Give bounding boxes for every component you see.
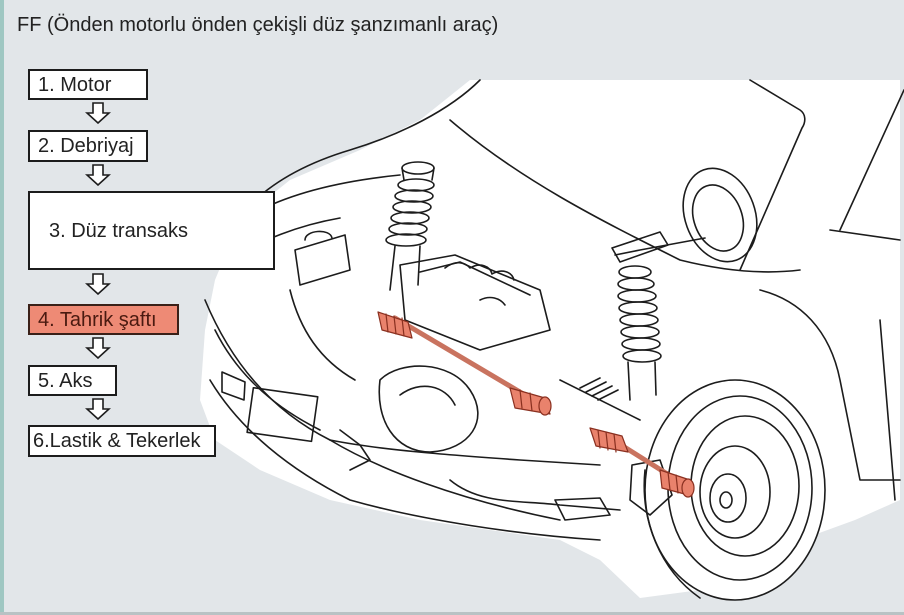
left-border (0, 0, 4, 615)
steering-rack (559, 379, 641, 421)
door-line (879, 319, 896, 501)
transaxle (378, 365, 479, 453)
fluid-reservoir (294, 230, 351, 286)
radiator-support (289, 289, 356, 381)
down-arrow-icon (85, 273, 111, 295)
down-arrow-icon (85, 337, 111, 359)
fender-right (759, 289, 901, 481)
step-lastik-tekerlek: 6.Lastik & Tekerlek (28, 425, 216, 457)
windshield-inner (829, 229, 901, 241)
brake-caliper (629, 459, 673, 516)
cross-member (329, 439, 601, 466)
right-strut-spring (617, 265, 662, 401)
lower-arm (554, 497, 611, 521)
hood-outline (249, 79, 481, 206)
steering-boot (579, 377, 619, 401)
license-plate (246, 386, 319, 443)
bumper-lower (209, 379, 601, 541)
step-label: 3. Düz transaks (49, 219, 188, 242)
left-strut-spring (385, 161, 435, 291)
steering-wheel (611, 167, 758, 263)
stabilizer-bar (449, 479, 621, 511)
grille-left (214, 329, 321, 431)
step-motor: 1. Motor (28, 69, 148, 100)
engine-block (399, 254, 551, 351)
front-wheel (643, 379, 826, 601)
windshield (739, 79, 806, 271)
step-label: 6.Lastik & Tekerlek (33, 430, 201, 452)
bottom-border (0, 612, 904, 615)
step-debriyaj: 2. Debriyaj (28, 130, 148, 162)
step-tahrik-safti: 4. Tahrik şaftı (28, 304, 179, 335)
step-duz-transaks: 3. Düz transaks (28, 191, 275, 270)
down-arrow-icon (85, 164, 111, 186)
drive-shaft-right (589, 427, 695, 498)
fog-lamp (221, 371, 246, 401)
step-label: 5. Aks (38, 369, 93, 392)
step-label: 4. Tahrik şaftı (38, 308, 157, 331)
step-aks: 5. Aks (28, 365, 117, 396)
a-pillar (839, 89, 904, 231)
down-arrow-icon (85, 102, 111, 124)
step-label: 1. Motor (38, 73, 112, 96)
hood-edge (449, 119, 801, 273)
exhaust (339, 429, 371, 471)
drive-shaft-left (377, 311, 552, 416)
diagram-title: FF (Önden motorlu önden çekişli düz şanz… (17, 14, 499, 36)
transaxle-inner (399, 385, 456, 406)
step-label: 2. Debriyaj (38, 135, 134, 157)
down-arrow-icon (85, 398, 111, 420)
